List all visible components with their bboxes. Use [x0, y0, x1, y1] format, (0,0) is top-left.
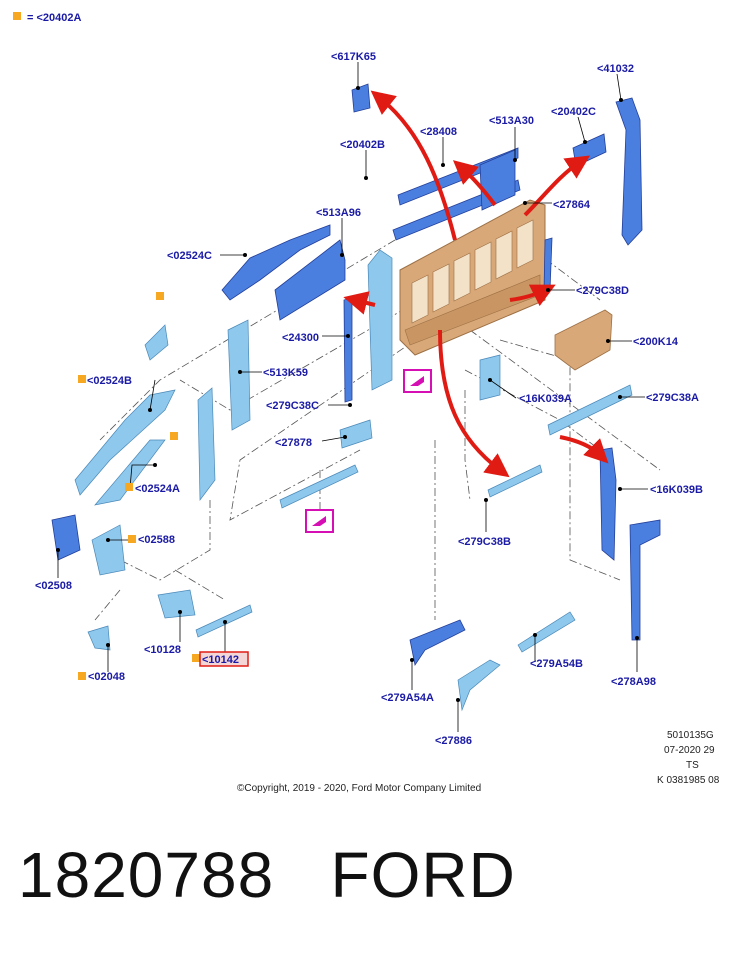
part-200K14: [554, 309, 613, 371]
part-617K65: [351, 83, 371, 113]
label-10142: <10142: [202, 654, 239, 666]
label-20402C: <20402C: [551, 106, 596, 118]
legend-marker: [13, 12, 21, 20]
reference-line-1: 5010135G: [667, 730, 714, 741]
label-279C38B: <279C38B: [458, 536, 511, 548]
part-16K039B: [599, 447, 617, 561]
label-617K65: <617K65: [331, 51, 376, 63]
part-10128: [157, 589, 196, 619]
part-513K59: [227, 319, 251, 431]
brand-name: FORD: [330, 839, 516, 911]
reference-line-4: K 0381985 08: [657, 775, 720, 786]
legend-text: = <20402A: [27, 12, 81, 24]
part-rail: [279, 464, 359, 509]
label-16K039A: <16K039A: [519, 393, 572, 405]
part-number-line: 1820788 FORD: [18, 838, 516, 912]
part-513A30: [479, 149, 516, 211]
part-513A96: [274, 239, 346, 321]
part-279A54A: [409, 619, 466, 667]
label-279C38A: <279C38A: [646, 392, 699, 404]
construction-lines: [94, 239, 661, 621]
label-02524A: <02524A: [135, 483, 180, 495]
label-28408: <28408: [420, 126, 457, 138]
part-02508: [51, 514, 81, 561]
part-279A54B: [517, 611, 576, 653]
label-24300: <24300: [282, 332, 319, 344]
highlight-icon-1: [410, 376, 424, 386]
label-513K59: <513K59: [263, 367, 308, 379]
part-02524B-top: [144, 324, 169, 361]
label-27864: <27864: [553, 199, 591, 211]
part-02524C: [221, 224, 331, 301]
part-27878: [339, 419, 373, 449]
label-513A96: <513A96: [316, 207, 361, 219]
highlight-box-2: [305, 509, 334, 533]
label-41032: <41032: [597, 63, 634, 75]
part-02524A-upper: [197, 387, 216, 502]
part-line-gap: [274, 839, 330, 911]
label-16K039B: <16K039B: [650, 484, 703, 496]
leader-lines: [57, 62, 648, 732]
label-279A54B: <279A54B: [530, 658, 583, 670]
label-278A98: <278A98: [611, 676, 656, 688]
part-number: 1820788: [18, 839, 275, 911]
label-20402B: <20402B: [340, 139, 385, 151]
part-279C38C: [343, 297, 353, 403]
reference-line-2: 07-2020 29: [664, 745, 715, 756]
part-279C38A: [547, 384, 633, 436]
red-arrows: [343, 90, 609, 478]
part-02588: [91, 524, 126, 576]
orange-markers: [78, 292, 200, 680]
highlight-10142: [199, 651, 249, 667]
label-513A30: <513A30: [489, 115, 534, 127]
part-24300: [367, 249, 393, 391]
part-02524A: [94, 439, 166, 506]
part-16K039A: [479, 354, 501, 401]
part-278A98: [629, 519, 661, 641]
reference-line-3: TS: [686, 760, 699, 771]
label-02524B: <02524B: [87, 375, 132, 387]
part-02524B: [74, 389, 176, 496]
label-279C38D: <279C38D: [576, 285, 629, 297]
label-27878: <27878: [275, 437, 312, 449]
part-279C38B: [487, 464, 543, 498]
highlight-box-1: [403, 369, 432, 393]
bulkhead-panel: [399, 199, 546, 356]
label-02588: <02588: [138, 534, 175, 546]
label-279A54A: <279A54A: [381, 692, 434, 704]
label-02048: <02048: [88, 671, 125, 683]
part-27886: [457, 659, 501, 712]
label-10128: <10128: [144, 644, 181, 656]
part-279C38D: [543, 237, 553, 293]
label-27886: <27886: [435, 735, 472, 747]
label-02524C: <02524C: [167, 250, 212, 262]
part-labels: <617K65 <41032 <28408 <513A30 <20402C <2…: [35, 51, 703, 747]
copyright-notice: ©Copyright, 2019 - 2020, Ford Motor Comp…: [237, 783, 482, 794]
label-02508: <02508: [35, 580, 72, 592]
part-41032: [615, 97, 643, 246]
label-200K14: <200K14: [633, 336, 679, 348]
label-279C38C: <279C38C: [266, 400, 319, 412]
highlight-icon-2: [312, 516, 326, 526]
leader-dots: [56, 86, 639, 702]
part-02048: [87, 625, 111, 651]
